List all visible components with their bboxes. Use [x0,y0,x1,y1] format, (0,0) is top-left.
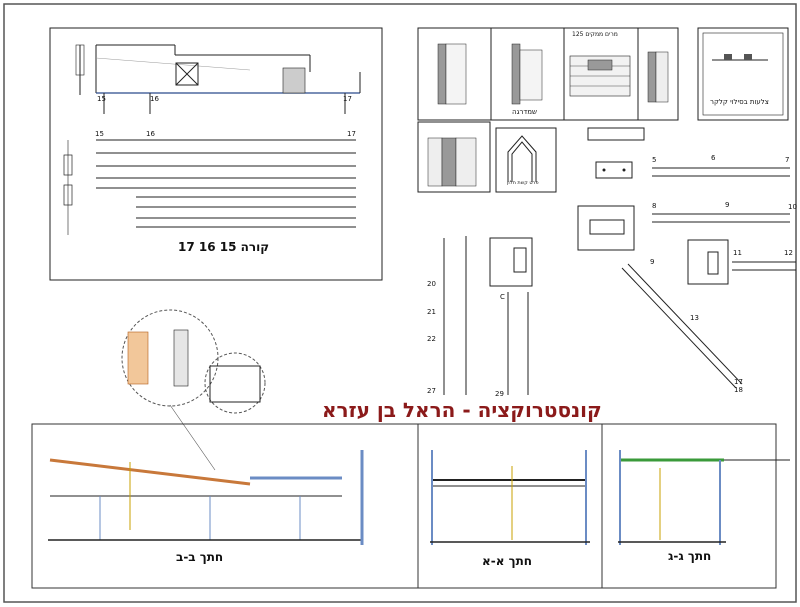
sections-panel [31,423,790,589]
rebar-number-11: 11 [733,249,742,257]
arch-caption: פרט קשת חלון [507,180,539,186]
beam-axis-number-17: 17 [347,130,356,138]
diag-number-17: 17 [734,378,743,386]
beam-sheet-title: קורה 15 16 17 [178,240,270,254]
rebar-lines [621,167,796,389]
beam-top-number-16: 16 [150,95,159,103]
bar-number-27: 27 [427,387,436,395]
section-b-title: חתך ב-ב [176,550,224,564]
bar-label-c: C [500,293,505,301]
rebar-number-7: 7 [785,156,790,164]
bar-number-22: 22 [427,335,436,343]
plaster-note: צלעות בסילוי קלקר [710,98,769,106]
section-g-title: חתך ג-ג [668,549,712,563]
stirrup-details [489,127,729,287]
vertical-bars [443,236,529,395]
beam-top-number-17: 17 [343,95,352,103]
diag-number-18: 18 [734,386,743,394]
diag-number-13: 13 [690,314,699,322]
window-title: מרים ממקים 125 [572,31,618,38]
rebar-number-5: 5 [652,156,657,164]
bar-number-29: 29 [495,390,504,398]
bar-number-20: 20 [427,280,436,288]
section-a-title: חתך א-א [482,554,533,568]
beam-sheet [49,27,383,281]
beam-top-number-15: 15 [97,95,106,103]
rebar-number-9: 9 [725,201,730,209]
rebar-number-6: 6 [711,154,716,162]
rebar-number-10: 10 [788,203,797,211]
beam-axis-number-15: 15 [95,130,104,138]
bar-number-21: 21 [427,308,436,316]
banner-title: קונסטרוקציה - הראל בן עזרא [322,398,602,422]
connection-callouts [121,309,266,471]
wall-details [417,27,789,193]
beam-axis-number-16: 16 [146,130,155,138]
stair-label: שמדרגה [512,108,537,116]
sheet-border [3,3,797,603]
rebar-number-12: 12 [784,249,793,257]
rebar-number-8: 8 [652,202,657,210]
diag-number-9: 9 [650,258,655,266]
